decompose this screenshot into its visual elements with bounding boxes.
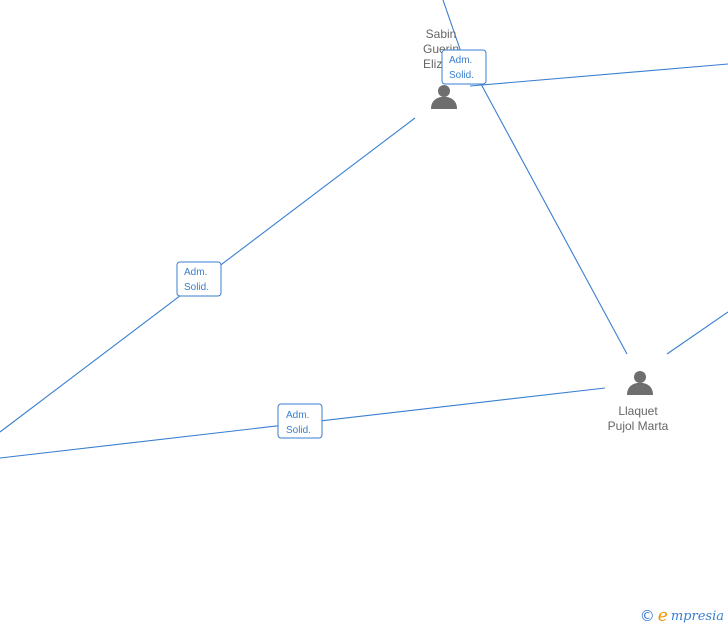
edge-label-box — [176, 261, 222, 297]
edge-label-sabin-top[interactable]: Adm. Solid. — [441, 49, 487, 85]
brand-logo-initial: e — [657, 605, 668, 626]
edge-label-role-line-2: Solid. — [184, 282, 209, 293]
edge-label-box — [441, 49, 487, 85]
person-icon — [431, 85, 457, 109]
edge-label-role-line-1: Adm. — [184, 267, 207, 278]
node-llaquet-label-line-2: Pujol Marta — [608, 419, 669, 433]
edge-line-sabin-llaquet — [480, 83, 628, 355]
person-icon — [627, 371, 653, 395]
edge-label-box — [277, 403, 323, 439]
edge-label-role-line-2: Solid. — [449, 70, 474, 81]
brand-logo-text: mpresia — [670, 608, 724, 624]
node-llaquet[interactable]: Llaquet Pujol Marta — [608, 371, 669, 433]
copyright-icon: © — [639, 606, 655, 625]
edge-line-llaquet-right — [666, 311, 728, 355]
edge-lines — [0, 0, 728, 459]
edge-line-sabin-right — [469, 63, 728, 87]
edge-label-role-line-2: Solid. — [286, 425, 311, 436]
edge-label-llaquet-left[interactable]: Adm. Solid. — [277, 403, 323, 439]
edge-line-sabin-top — [442, 0, 462, 53]
node-sabin-label-line-1: Sabin — [426, 27, 457, 41]
edge-label-role-line-1: Adm. — [286, 410, 309, 421]
edge-label-sabin-left[interactable]: Adm. Solid. — [176, 261, 222, 297]
node-llaquet-label-line-1: Llaquet — [618, 404, 658, 418]
edge-label-role-line-1: Adm. — [449, 55, 472, 66]
